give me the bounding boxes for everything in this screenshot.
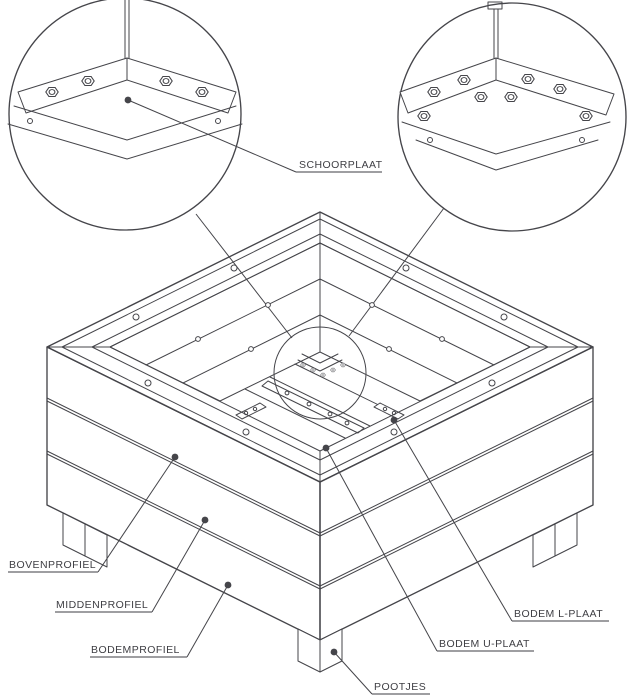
label-bodem-l-plaat: BODEM L-PLAAT — [514, 608, 603, 620]
label-bovenprofiel: BOVENPROFIEL — [9, 559, 96, 571]
detail-circle-right — [397, 1, 627, 232]
detail-circle-left — [7, 0, 243, 231]
right-leg — [532, 523, 556, 568]
callout-middenprofiel: MIDDENPROFIEL — [55, 516, 209, 613]
corner-bracket-detail — [273, 326, 367, 420]
rim-top — [46, 211, 594, 483]
callout-bovenprofiel: BOVENPROFIEL — [8, 453, 179, 573]
callout-bodem-u-plaat: BODEM U-PLAAT — [322, 444, 534, 652]
label-schoorplaat: SCHOORPLAAT — [299, 159, 383, 171]
planter-box — [46, 211, 594, 673]
callout-bodemprofiel: BODEMPROFIEL — [90, 581, 232, 658]
label-middenprofiel: MIDDENPROFIEL — [56, 599, 148, 611]
label-bodem-u-plaat: BODEM U-PLAAT — [439, 638, 530, 650]
corner-brace-plate — [399, 57, 497, 114]
inner-walls — [109, 242, 531, 402]
corner-detail-circle — [273, 326, 367, 420]
callout-bodem-l-plaat: BODEM L-PLAAT — [390, 416, 609, 622]
callout-schoorplaat: SCHOORPLAAT — [127, 99, 383, 173]
floor-planks — [244, 363, 396, 439]
label-pootjes: POOTJES — [374, 681, 426, 693]
front-right-wall — [319, 346, 594, 641]
callout-pootjes: POOTJES — [330, 648, 430, 695]
bodem-u-plaat — [261, 380, 365, 434]
front-leg — [297, 628, 321, 673]
left-leg — [62, 512, 86, 557]
corner-brace-plate — [17, 57, 128, 114]
label-bodemprofiel: BODEMPROFIEL — [91, 644, 180, 656]
legs — [62, 512, 578, 673]
bodem-l-plaat — [235, 402, 405, 420]
